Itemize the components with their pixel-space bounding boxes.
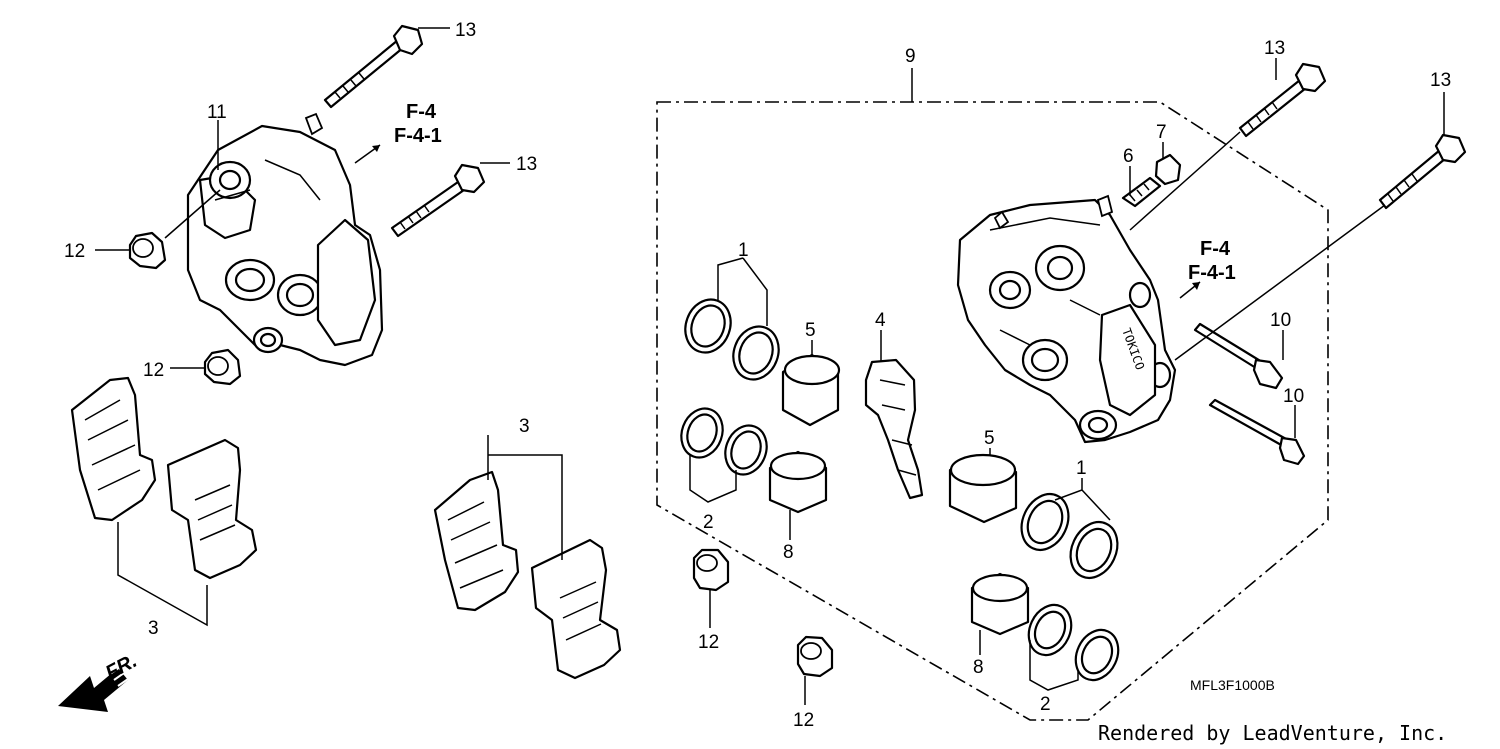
callout-10-lower: 10 bbox=[1283, 386, 1304, 407]
grommet-12-middle-upper[interactable] bbox=[692, 548, 730, 592]
dust-seal-2-a[interactable] bbox=[675, 403, 730, 464]
brake-pad-middle-outer[interactable] bbox=[433, 470, 520, 612]
credit-text: Rendered by LeadVenture, Inc. bbox=[1098, 721, 1447, 745]
callout-5-right: 5 bbox=[984, 428, 995, 449]
callout-5-left: 5 bbox=[805, 320, 816, 341]
callout-9: 9 bbox=[905, 46, 916, 67]
piston-8-left[interactable] bbox=[768, 450, 828, 514]
right-caliper-body[interactable] bbox=[956, 194, 1177, 444]
callout-13-right-b: 13 bbox=[1430, 70, 1451, 91]
callout-12-middle-lower: 12 bbox=[793, 710, 814, 731]
grommet-12-upper-left[interactable] bbox=[128, 231, 167, 270]
brake-pad-left-outer[interactable] bbox=[70, 376, 157, 522]
bleed-screw-6[interactable] bbox=[1121, 176, 1162, 208]
piston-seal-1-a[interactable] bbox=[678, 293, 738, 359]
left-caliper-body[interactable] bbox=[186, 112, 384, 367]
callout-1-left: 1 bbox=[738, 240, 749, 261]
bolt-13-right-a[interactable] bbox=[1238, 62, 1327, 138]
piston-seal-1-c[interactable] bbox=[1013, 486, 1077, 557]
callout-12-middle-upper: 12 bbox=[698, 632, 719, 653]
piston-8-right[interactable] bbox=[970, 572, 1030, 636]
reference-right-1: F-4 bbox=[1200, 238, 1231, 260]
callout-4: 4 bbox=[875, 310, 886, 331]
diagram-code: MFL3F1000B bbox=[1190, 677, 1275, 693]
callout-3-left: 3 bbox=[148, 618, 159, 639]
callout-8-left: 8 bbox=[783, 542, 794, 563]
brake-pad-middle-inner[interactable] bbox=[530, 538, 622, 680]
front-direction-arrow: FR. bbox=[58, 650, 141, 712]
piston-seal-1-d[interactable] bbox=[1062, 514, 1126, 585]
callout-13-middle-left: 13 bbox=[516, 154, 537, 175]
callout-1-right: 1 bbox=[1076, 458, 1087, 479]
reference-left-1: F-4 bbox=[406, 101, 437, 123]
callout-11: 11 bbox=[207, 102, 227, 123]
bolt-13-right-b[interactable] bbox=[1378, 133, 1467, 210]
callout-12-lower-left: 12 bbox=[143, 360, 164, 381]
pad-pin-10-upper[interactable] bbox=[1193, 322, 1284, 390]
assembly-boundary bbox=[656, 101, 1329, 721]
dust-seal-2-d[interactable] bbox=[1068, 623, 1126, 687]
grommet-12-lower-left[interactable] bbox=[203, 348, 242, 386]
reference-left-2: F-4-1 bbox=[394, 125, 442, 147]
callout-6: 6 bbox=[1123, 146, 1134, 167]
callout-12-upper-left: 12 bbox=[64, 241, 85, 262]
pad-pin-10-lower[interactable] bbox=[1208, 398, 1306, 466]
callout-3-middle: 3 bbox=[519, 416, 530, 437]
leader-lines bbox=[95, 27, 1445, 705]
callout-7: 7 bbox=[1156, 122, 1167, 143]
grommet-12-middle-lower[interactable] bbox=[796, 635, 834, 678]
bolt-13-middle-left[interactable] bbox=[390, 163, 486, 238]
callout-13-right-a: 13 bbox=[1264, 38, 1285, 59]
callout-8-right: 8 bbox=[973, 657, 984, 678]
bleed-cap-7[interactable] bbox=[1154, 153, 1182, 186]
pad-spring-4[interactable] bbox=[864, 358, 924, 500]
bolt-13-upper-left[interactable] bbox=[323, 24, 424, 109]
piston-5-right[interactable] bbox=[948, 453, 1018, 524]
callout-2-left: 2 bbox=[703, 512, 714, 533]
callout-13-upper-left: 13 bbox=[455, 20, 476, 41]
piston-seal-1-b[interactable] bbox=[726, 320, 786, 386]
brake-pad-left-inner[interactable] bbox=[166, 438, 258, 580]
dust-seal-2-b[interactable] bbox=[719, 420, 774, 481]
callout-10-upper: 10 bbox=[1270, 310, 1291, 331]
reference-right-2: F-4-1 bbox=[1188, 262, 1236, 284]
callout-2-right: 2 bbox=[1040, 694, 1051, 715]
piston-5-left[interactable] bbox=[781, 353, 841, 427]
dust-seal-2-c[interactable] bbox=[1021, 598, 1079, 662]
